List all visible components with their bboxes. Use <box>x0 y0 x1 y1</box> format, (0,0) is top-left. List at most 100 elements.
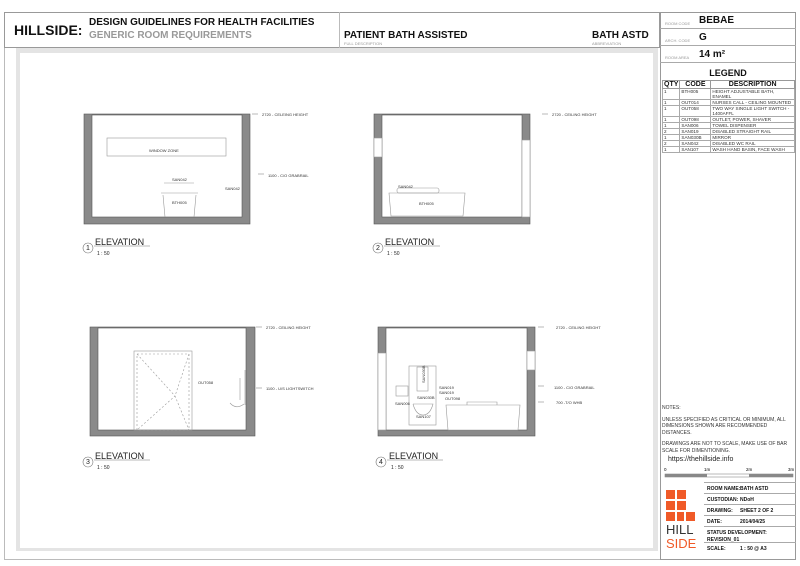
header-divider <box>339 12 340 48</box>
tag-label: SAN042 <box>398 184 414 189</box>
legend-desc: NURSES CALL - CEILING MOUNTED <box>710 99 795 106</box>
drawing: SHEET 2 OF 2 <box>740 508 774 514</box>
notes-heading: NOTES: <box>662 405 681 411</box>
arch-code: G <box>699 32 707 43</box>
tag-label: BTH005 <box>172 200 187 205</box>
elevation-4 <box>377 326 536 437</box>
room-code-label: ROOM CODE <box>665 21 691 26</box>
legend-desc: HEIGHT ADJUSTABLE BATH, ENAMEL <box>710 88 795 100</box>
elevation-title: ELEVATION <box>95 237 144 247</box>
note-2: DRAWINGS ARE NOT TO SCALE, MAKE USE OF B… <box>662 441 788 454</box>
bar-scale: 0 1m 2m 3m <box>664 467 794 478</box>
level-label: 1100 - C/O GRABRAIL <box>268 173 309 178</box>
tag-label: BTH005 <box>419 201 434 206</box>
status: REVISION_01 <box>707 537 740 543</box>
elevation-number: 4 <box>379 459 383 466</box>
arch-code-row: ARCH. CODE G <box>660 29 796 46</box>
document-subtitle: GENERIC ROOM REQUIREMENTS <box>89 30 252 41</box>
elevation-scale: 1 : 50 <box>97 251 110 257</box>
legend-code: SAN107 <box>679 146 712 153</box>
elevation-1 <box>83 113 251 225</box>
legend-qty: 1 <box>661 88 681 100</box>
date-row: DATE: 2014/04/25 <box>704 515 796 527</box>
elevation-title: ELEVATION <box>385 237 434 247</box>
level-label: 700 -T/O WHB <box>556 400 583 405</box>
room-area-label: ROOM AREA <box>665 55 690 60</box>
level-label: 2720 - CEILING HEIGHT <box>552 112 597 117</box>
scale-row: SCALE: 1 : 50 @ A3 <box>704 542 796 554</box>
elevation-scale: 1 : 50 <box>391 465 404 471</box>
scale-label: SCALE: <box>707 546 726 552</box>
abbreviation-label: ABBREVIATION <box>592 41 622 46</box>
legend-code: OUT058 <box>679 105 712 117</box>
full-description: PATIENT BATH ASSISTED <box>344 30 468 41</box>
legend-desc: TWO WAY SINGLE LIGHT SWITCH - 1400AFFL <box>710 105 795 117</box>
scale-tick-3: 3m <box>788 467 794 472</box>
elevation-number: 2 <box>376 245 380 252</box>
col-description: DESCRIPTION <box>710 80 795 89</box>
custodian-label: CUSTODIAN: <box>707 497 739 503</box>
elevations-drawing: 2720 - CELEING HEIGHT 1100 - C/O GRABRAI… <box>82 112 601 471</box>
room-name-label: ROOM NAME: <box>707 486 741 492</box>
scale-tick-0: 0 <box>664 467 667 472</box>
header-bar <box>4 12 660 48</box>
level-label: 1100 - U/S LIGHTSWITCH <box>266 386 314 391</box>
tag-label: SAN030B <box>421 365 426 383</box>
room-name: BATH ASTD <box>740 486 769 492</box>
elevation-scale: 1 : 50 <box>387 251 400 257</box>
tag-label: SAN006 <box>395 401 411 406</box>
legend-qty: 1 <box>661 105 681 117</box>
info-column <box>660 12 796 560</box>
elevation-title: ELEVATION <box>389 451 438 461</box>
tag-label: SAN030B <box>417 395 435 400</box>
custodian-row: CUSTODIAN:NDoH <box>704 493 796 505</box>
legend-qty: 1 <box>661 146 681 153</box>
note-1: UNLESS SPECIFIED AS CRITICAL OR MINIMUM,… <box>662 416 786 436</box>
col-qty: QTY <box>661 80 681 89</box>
arch-code-label: ARCH. CODE <box>665 38 691 43</box>
elevation-2 <box>373 113 531 225</box>
room-code: BEBAE <box>699 15 735 26</box>
drawing-label: DRAWING: <box>707 508 733 514</box>
title-block: HILL SIDE ROOM NAME:BATH ASTD CUSTODIAN:… <box>660 482 796 552</box>
svg-text:HILL: HILL <box>666 522 693 537</box>
elevation-3 <box>89 326 256 437</box>
legend-code: BTH005 <box>679 88 712 100</box>
legend-title: LEGEND <box>709 68 747 78</box>
room-area: 14 m² <box>699 49 726 60</box>
notes: NOTES: UNLESS SPECIFIED AS CRITICAL OR M… <box>662 405 794 454</box>
level-label: 1100 - C/O GRABRAIL <box>554 385 595 390</box>
window-zone-label: WINDOW ZONE <box>149 148 179 153</box>
date-label: DATE: <box>707 519 722 525</box>
website-link[interactable]: https://thehillside.info <box>668 456 734 463</box>
elevation-scale: 1 : 50 <box>97 465 110 471</box>
scale-tick-1: 1m <box>704 467 711 472</box>
tag-label: SAN107 <box>416 414 432 419</box>
custodian: NDoH <box>740 497 754 503</box>
legend-desc: WASH HAND BASIN, FACE WASH <box>710 146 795 153</box>
col-code: CODE <box>679 80 712 89</box>
elevation-title: ELEVATION <box>95 451 144 461</box>
full-description-label: FULL DESCRIPTION <box>344 41 383 46</box>
drawing-row: DRAWING: SHEET 2 OF 2 <box>704 504 796 516</box>
date: 2014/04/25 <box>740 519 766 525</box>
document-title: DESIGN GUIDELINES FOR HEALTH FACILITIES <box>89 17 315 28</box>
level-label: 2720 - CEILING HEIGHT <box>556 325 601 330</box>
svg-text:SIDE: SIDE <box>666 536 697 550</box>
status-label: STATUS DEVELOPMENT: <box>707 530 767 536</box>
level-label: 2720 - CEILING HEIGHT <box>266 325 311 330</box>
hillside-logo: HILL SIDE <box>666 490 697 550</box>
room-area-row: ROOM AREA 14 m² <box>660 46 796 63</box>
level-label: 2720 - CELEING HEIGHT <box>262 112 309 117</box>
scale: 1 : 50 @ A3 <box>740 546 767 552</box>
room-name-row: ROOM NAME:BATH ASTD <box>704 482 796 494</box>
status-row: STATUS DEVELOPMENT:REVISION_01 <box>704 526 796 543</box>
tag-label: OUT098 <box>445 396 461 401</box>
tag-label: SAN042 <box>172 177 188 182</box>
